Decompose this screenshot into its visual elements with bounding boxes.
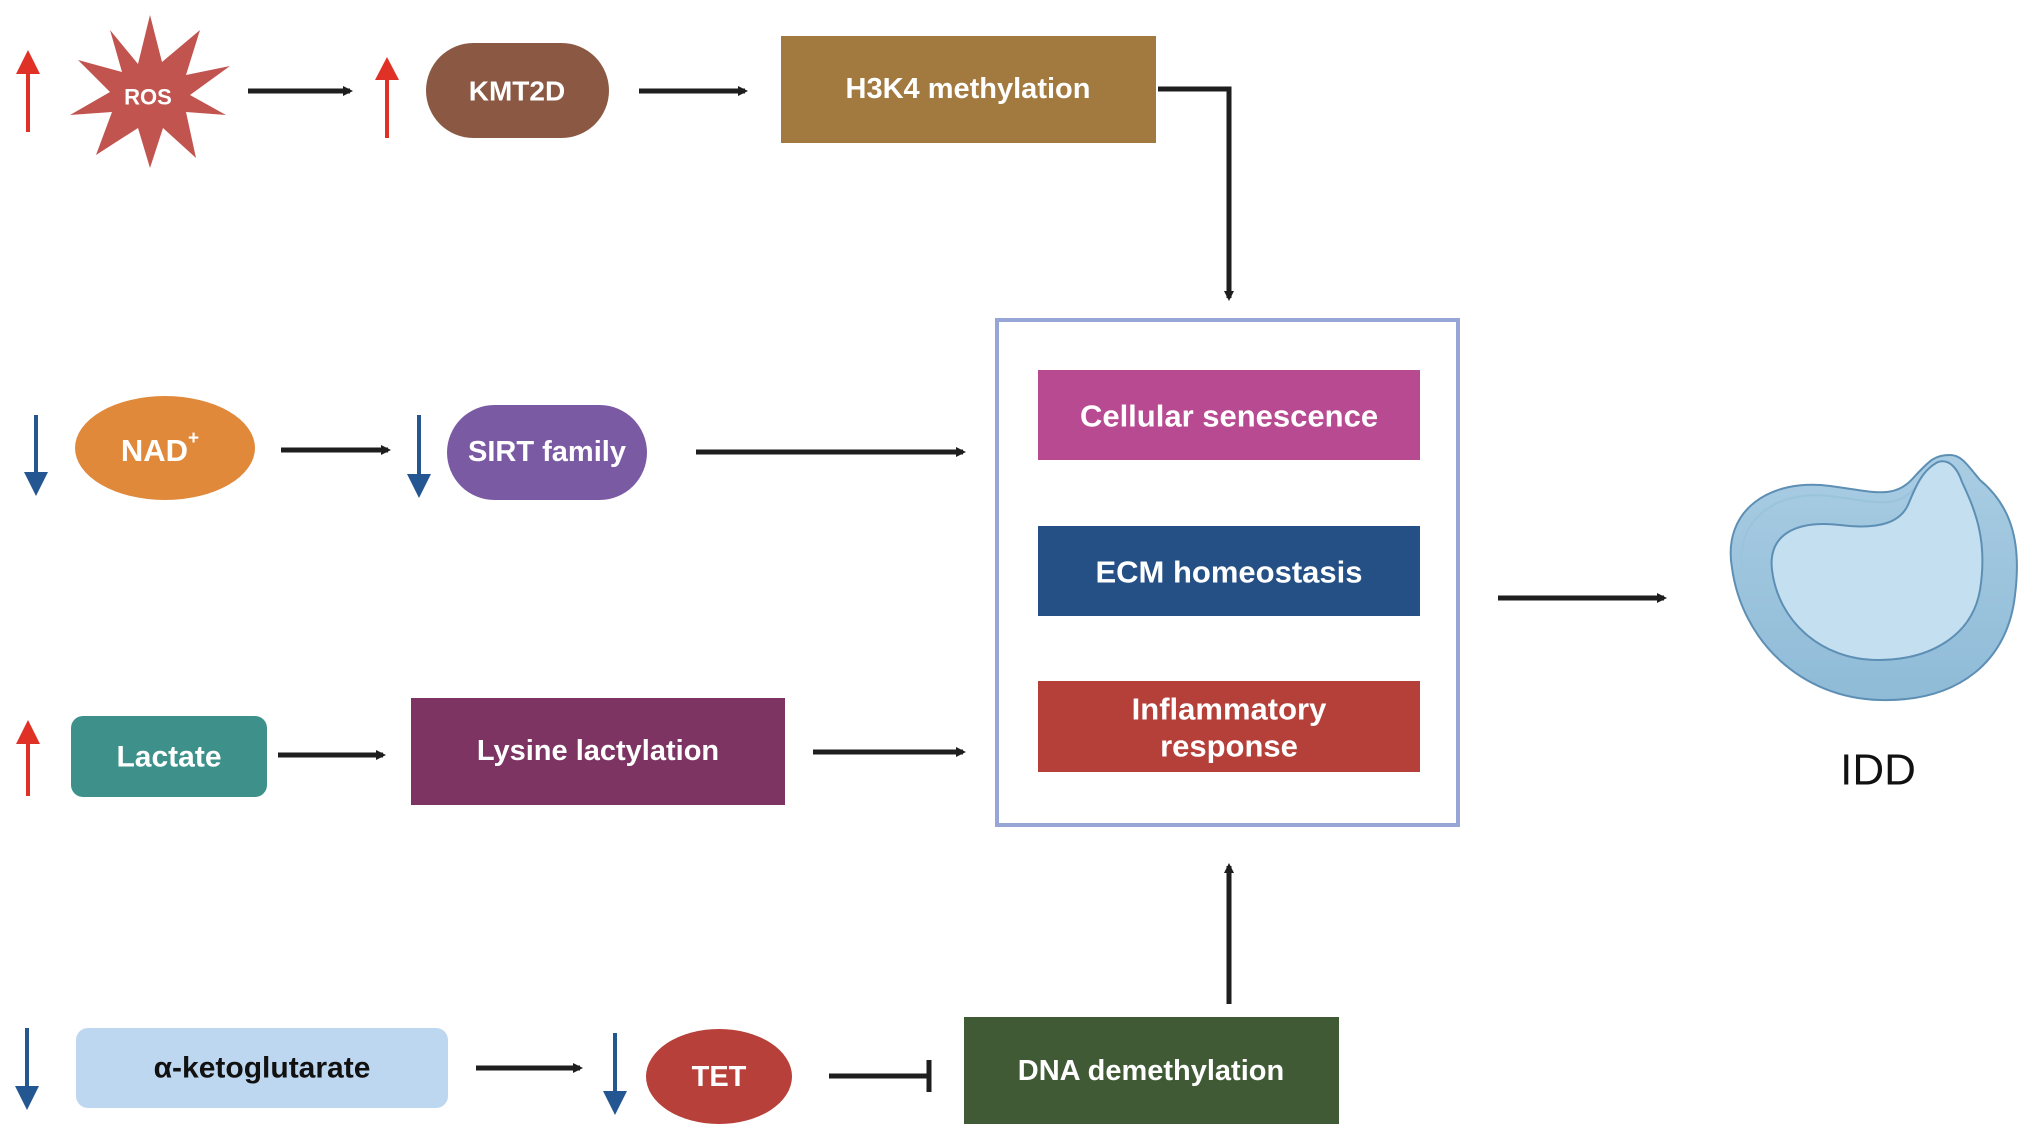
kmt2d-trend-up-icon [375,57,399,138]
ros-label: ROS [124,85,172,110]
lysine-node[interactable]: Lysine lactylation [411,698,785,805]
dna-node[interactable]: DNA demethylation [964,1017,1339,1124]
outcome-label: Cellular senescence [1080,399,1378,434]
lysine-label: Lysine lactylation [477,735,719,767]
ros-burst-shape [70,15,230,168]
lactate-node[interactable]: Lactate [71,716,267,797]
outcome-inflammatory-response[interactable]: Inflammatory response [1038,681,1420,772]
tet-node[interactable]: TET [646,1029,792,1124]
outcome-cellular-senescence[interactable]: Cellular senescence [1038,370,1420,460]
kmt2d-label: KMT2D [469,76,565,107]
outcomes-box: Cellular senescence ECM homeostasis Infl… [995,318,1460,827]
intervertebral-disc-icon [1729,453,2018,702]
sirt-node[interactable]: SIRT family [447,405,647,500]
nad-node[interactable]: NAD+ [75,396,255,500]
outcome-ecm-homeostasis[interactable]: ECM homeostasis [1038,526,1420,616]
outcome-label-line-2: response [1160,729,1298,764]
h3k4-label: H3K4 methylation [846,73,1091,105]
tet-label: TET [692,1061,747,1093]
sirt-label: SIRT family [468,436,626,468]
ros-trend-up-icon [16,50,40,132]
nad-label: NAD+ [121,428,199,468]
edge-tet-dna-inhibit [829,1060,932,1092]
nad-trend-down-icon [24,415,48,496]
kmt2d-node[interactable]: KMT2D [426,43,609,138]
lactate-trend-up-icon [16,720,40,796]
h3k4-node[interactable]: H3K4 methylation [781,36,1156,143]
sirt-trend-down-icon [407,415,431,498]
outcome-label-line-1: Inflammatory [1132,692,1327,727]
edge-h3k4-outcomes [1158,86,1234,301]
tet-trend-down-icon [603,1033,627,1115]
outcome-label: ECM homeostasis [1095,555,1362,590]
ros-node[interactable]: ROS [70,15,230,168]
lactate-label: Lactate [116,741,221,774]
akg-label: α-ketoglutarate [154,1052,371,1085]
idd-label: IDD [1840,746,1916,795]
dna-label: DNA demethylation [1018,1055,1284,1087]
akg-node[interactable]: α-ketoglutarate [76,1028,448,1108]
akg-trend-down-icon [15,1028,39,1110]
